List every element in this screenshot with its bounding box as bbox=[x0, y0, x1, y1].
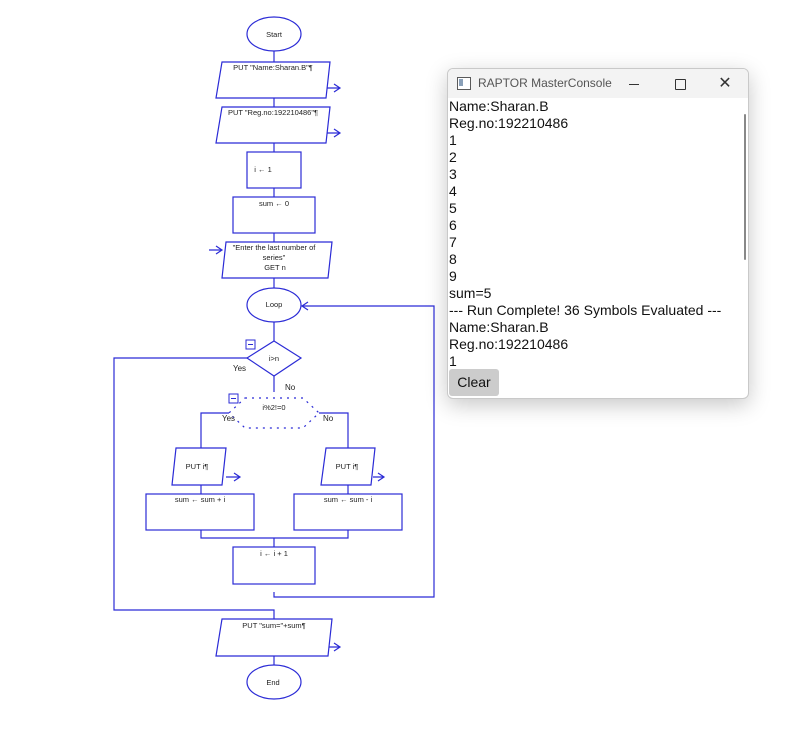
loop-exit-condition: i>n bbox=[269, 354, 279, 363]
output-i-right-label: PUT i¶ bbox=[336, 462, 359, 471]
sum-add-symbol[interactable] bbox=[145, 493, 255, 531]
console-output[interactable]: Name:Sharan.B Reg.no:192210486 1 2 3 4 5… bbox=[449, 98, 722, 368]
mod-decision[interactable] bbox=[228, 397, 320, 429]
input-symbol[interactable] bbox=[221, 241, 333, 279]
output-reg-symbol[interactable] bbox=[215, 106, 331, 144]
output-sum-symbol[interactable] bbox=[215, 618, 333, 657]
output-sum-label: PUT "sum="+sum¶ bbox=[242, 621, 305, 630]
assign-sum-label: sum ← 0 bbox=[259, 199, 289, 208]
increment-label: i ← i + 1 bbox=[260, 549, 288, 558]
assign-i-label: i ← 1 bbox=[254, 165, 272, 174]
output-name-symbol[interactable] bbox=[215, 61, 331, 99]
clear-button[interactable]: Clear bbox=[449, 369, 499, 396]
input-label-line3: GET n bbox=[264, 263, 286, 272]
console-scrollbar[interactable] bbox=[744, 114, 746, 260]
output-i-left-symbol[interactable] bbox=[171, 447, 227, 486]
sum-sub-label: sum ← sum - i bbox=[324, 495, 373, 504]
master-console-window[interactable]: RAPTOR MasterConsole ✕ Name:Sharan.B Reg… bbox=[447, 68, 749, 399]
no-label: No bbox=[323, 414, 334, 423]
input-label-line2: series" bbox=[263, 253, 286, 262]
console-title: RAPTOR MasterConsole bbox=[478, 76, 612, 90]
output-name-label: PUT "Name:Sharan.B"¶ bbox=[233, 63, 313, 72]
assign-sum-symbol[interactable] bbox=[232, 196, 316, 234]
close-icon: ✕ bbox=[718, 75, 732, 92]
maximize-button[interactable] bbox=[657, 69, 703, 98]
sum-sub-symbol[interactable] bbox=[293, 493, 403, 531]
increment-symbol[interactable] bbox=[232, 546, 316, 585]
maximize-icon bbox=[674, 78, 686, 90]
sum-add-label: sum ← sum + i bbox=[175, 495, 226, 504]
close-button[interactable]: ✕ bbox=[702, 69, 748, 98]
loop-symbol[interactable] bbox=[246, 287, 302, 323]
yes-label: Yes bbox=[233, 364, 246, 373]
loop-exit-decision[interactable] bbox=[245, 340, 303, 377]
no-label: No bbox=[285, 383, 296, 392]
output-i-right-symbol[interactable] bbox=[320, 447, 376, 486]
mod-condition: i%2!=0 bbox=[262, 403, 285, 412]
start-terminal[interactable] bbox=[246, 16, 302, 52]
console-titlebar[interactable]: RAPTOR MasterConsole ✕ bbox=[448, 69, 748, 98]
output-reg-label: PUT "Reg.no:192210486"¶ bbox=[228, 108, 318, 117]
loop-label: Loop bbox=[266, 300, 283, 309]
start-label: Start bbox=[266, 30, 283, 39]
end-label: End bbox=[266, 678, 279, 687]
minimize-button[interactable] bbox=[611, 69, 657, 98]
assign-i-symbol[interactable] bbox=[246, 151, 302, 189]
input-label-line1: "Enter the last number of bbox=[233, 243, 317, 252]
output-i-left-label: PUT i¶ bbox=[186, 462, 209, 471]
end-terminal[interactable] bbox=[246, 664, 302, 700]
yes-label: Yes bbox=[222, 414, 235, 423]
minimize-icon bbox=[629, 83, 639, 85]
console-app-icon bbox=[457, 77, 471, 90]
